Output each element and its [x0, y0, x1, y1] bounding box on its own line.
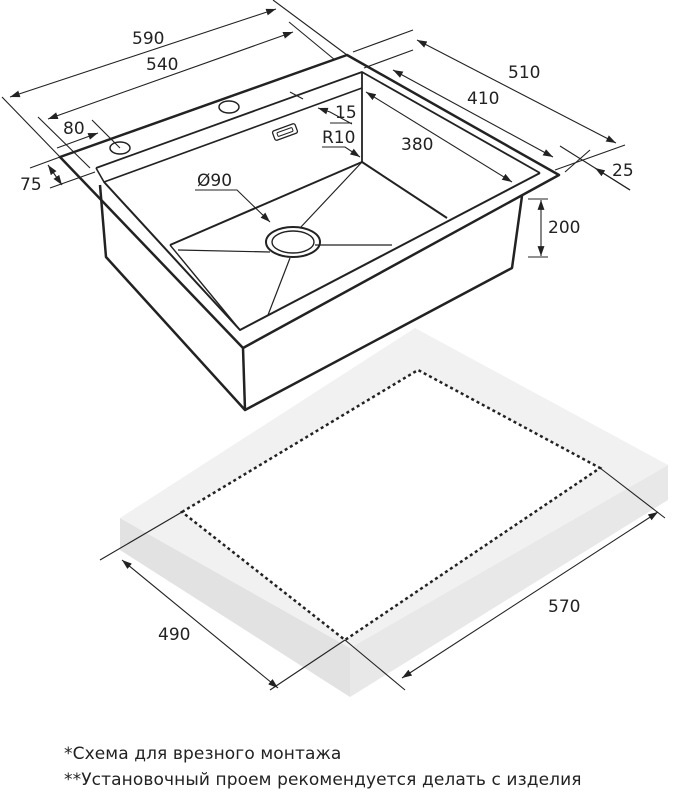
cutout-dimension-lines [99, 467, 666, 691]
dim-410: 410 [467, 89, 499, 109]
tap-hole [218, 100, 240, 114]
dim-590: 590 [132, 29, 164, 49]
dim-80: 80 [63, 119, 85, 139]
dim-380: 380 [401, 135, 433, 155]
drain [265, 226, 321, 258]
dim-75: 75 [20, 175, 42, 195]
dim-r10: R10 [322, 128, 355, 148]
note-mounting: *Схема для врезного монтажа [64, 744, 342, 764]
dim-490: 490 [158, 625, 190, 645]
dim-510: 510 [508, 63, 540, 83]
dim-200: 200 [548, 218, 580, 238]
dim-15: 15 [335, 103, 357, 123]
dim-570: 570 [548, 597, 580, 617]
sink-drawing [58, 53, 561, 412]
overflow-icon [271, 123, 299, 141]
dim-540: 540 [146, 55, 178, 75]
tap-hole [109, 141, 131, 155]
dim-25: 25 [612, 161, 634, 181]
sink-dimension-lines [1, 0, 631, 258]
note-cutout: **Установочный проем рекомендуется делат… [64, 770, 582, 790]
dim-drain: Ø90 [197, 171, 232, 191]
countertop-slab [120, 328, 668, 697]
